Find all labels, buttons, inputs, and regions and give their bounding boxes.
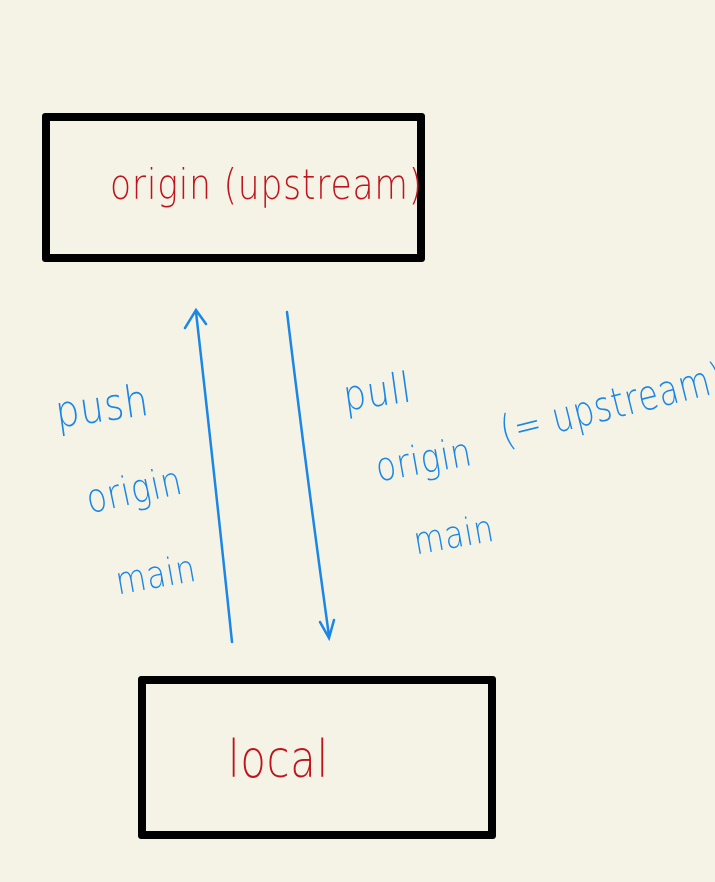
push-arrow <box>183 307 234 644</box>
local-label: local <box>228 730 329 790</box>
local-box <box>138 676 496 839</box>
origin-box <box>42 113 425 262</box>
pull-arrow <box>285 310 336 642</box>
pull-label: pull <box>340 362 415 421</box>
origin-label: origin (upstream) <box>110 160 424 209</box>
